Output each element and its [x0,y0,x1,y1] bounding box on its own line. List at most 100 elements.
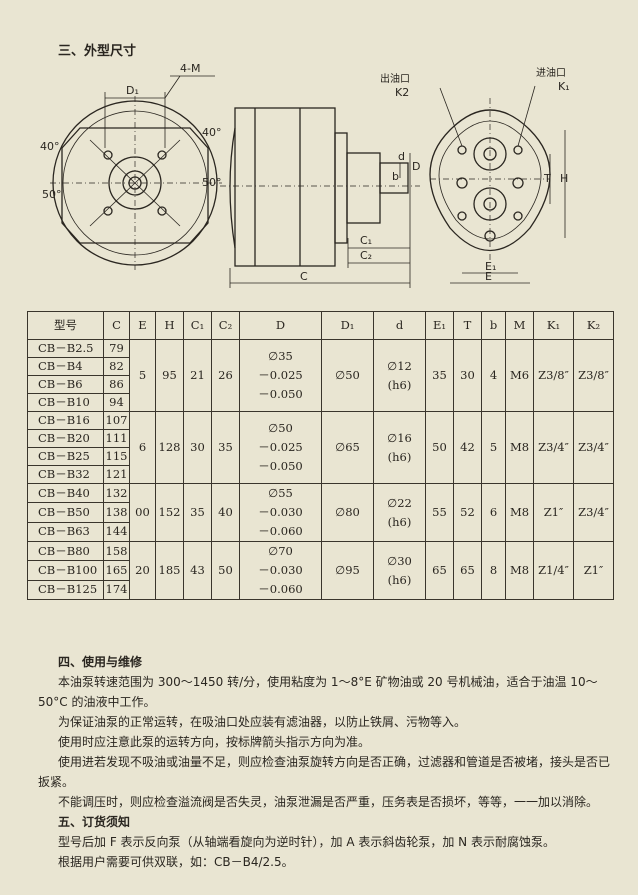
label-k2: K2 [395,86,409,99]
cell-e1: 35 [425,339,454,412]
cell-model: CB－B50 [27,502,104,523]
cell-D-line: ∅70 [268,544,293,558]
col-header: K₁ [533,311,574,340]
col-header: K₂ [573,311,614,340]
col-header: H [155,311,184,340]
cell-c2: 40 [211,483,240,542]
cell-e1: 50 [425,411,454,484]
cell-t: 30 [453,339,482,412]
col-header: b [481,311,506,340]
cell-m: M6 [505,339,534,412]
label-h: H [560,172,568,185]
col-header: M [505,311,534,340]
cell-h: 152 [155,483,184,542]
cell-d-line: (h6) [387,449,412,464]
label-k1: K₁ [558,80,570,93]
cell-model: CB－B32 [27,465,104,484]
cell-m: M8 [505,411,534,484]
col-header: d [373,311,426,340]
cell-model: CB－B4 [27,357,104,376]
col-header: C [103,311,130,340]
cell-e: 00 [129,483,156,542]
label-e: E [485,270,492,283]
cell-k1: Z3/4″ [533,411,574,484]
cell-model: CB－B25 [27,447,104,466]
label-t: T [543,172,551,185]
cell-model: CB－B63 [27,521,104,543]
cell-k1: Z3/8″ [533,339,574,412]
col-header: E [129,311,156,340]
label-d: d [398,150,405,163]
cell-model: CB－B125 [27,579,104,601]
cell-model: CB－B80 [27,540,104,562]
cell-c1: 21 [183,339,212,412]
cell-model: CB－B16 [27,411,104,430]
label-e1: E₁ [485,260,496,273]
section-title-usage: 四、使用与维修 [58,655,143,669]
label-angle-40-right: 40° [202,126,222,139]
col-header: D [239,311,322,340]
cell-c2: 35 [211,411,240,484]
cell-c: 107 [103,411,130,430]
cell-h: 128 [155,411,184,484]
label-angle-50-right: 50° [202,176,222,189]
cell-c: 82 [103,357,130,376]
cell-d-line: (h6) [387,572,412,587]
cell-t: 65 [453,541,482,600]
cell-k2: Z3/4″ [573,411,614,484]
cell-D: ∅50－0.025－0.050 [239,411,322,484]
cell-D: ∅55－0.030－0.060 [239,483,322,542]
cell-d-line: ∅30 [387,553,412,568]
cell-t: 52 [453,483,482,542]
cell-c2: 50 [211,541,240,600]
cell-D-line: －0.025 [258,440,303,454]
paragraph: 不能调压时，则应检查溢流阀是否失灵，油泵泄漏是否严重，压务表是否损坏，等等，一一… [58,795,599,809]
cell-d-line: (h6) [387,514,412,529]
cell-h: 185 [155,541,184,600]
cell-d-line: ∅22 [387,495,412,510]
cell-d-line: ∅16 [387,430,412,445]
cell-c: 132 [103,482,130,504]
cell-d-line: (h6) [387,377,412,392]
specification-table: 型号 C E H C₁ C₂ D D₁ d E₁ T b M K₁ K₂ CB－… [27,311,614,601]
cell-c: 174 [103,579,130,601]
cell-c: 79 [103,339,130,358]
col-header: D₁ [321,311,374,340]
label-b: b [392,170,399,183]
cell-D-line: －0.030 [258,563,303,577]
label-c2: C₂ [360,249,372,262]
paragraph: 型号后加 F 表示反向泵（从轴端看旋向为逆时针），加 A 表示斜齿轮泵，加 N … [58,835,555,849]
cell-e1: 55 [425,483,454,542]
paragraph: 本油泵转速范围为 300～1450 转/分，使用粘度为 1～8°E 矿物油或 2… [38,675,598,709]
cell-D: ∅70－0.030－0.060 [239,541,322,600]
cell-c: 111 [103,429,130,448]
label-c1: C₁ [360,234,372,247]
table-header-row: 型号 C E H C₁ C₂ D D₁ d E₁ T b M K₁ K₂ [27,311,614,340]
label-4m: 4-M [180,62,200,75]
cell-d: ∅22 (h6) [373,483,426,542]
cell-D-line: －0.050 [258,459,303,473]
cell-d: ∅12(h6) [373,339,426,412]
section-title-ordering: 五、订货须知 [58,815,131,829]
cell-d1: ∅95 [321,541,374,600]
label-angle-40-left: 40° [40,140,60,153]
label-c: C [300,270,308,283]
usage-and-ordering-text: 四、使用与维修 本油泵转速范围为 300～1450 转/分，使用粘度为 1～8°… [38,652,618,872]
cell-b: 8 [481,541,506,600]
pump-back-view [429,85,566,284]
cell-k1: Z1″ [533,483,574,542]
paragraph: 为保证油泵的正常运转，在吸油口处应装有滤油器，以防止铁屑、污物等入。 [58,715,467,729]
cell-b: 4 [481,339,506,412]
cell-d1: ∅80 [321,483,374,542]
col-header: C₁ [183,311,212,340]
paragraph: 使用时应注意此泵的运转方向，按标牌箭头指示方向为准。 [58,735,371,749]
cell-D: ∅35－0.025－0.050 [239,339,322,412]
cell-c: 86 [103,375,130,394]
cell-d1: ∅65 [321,411,374,484]
